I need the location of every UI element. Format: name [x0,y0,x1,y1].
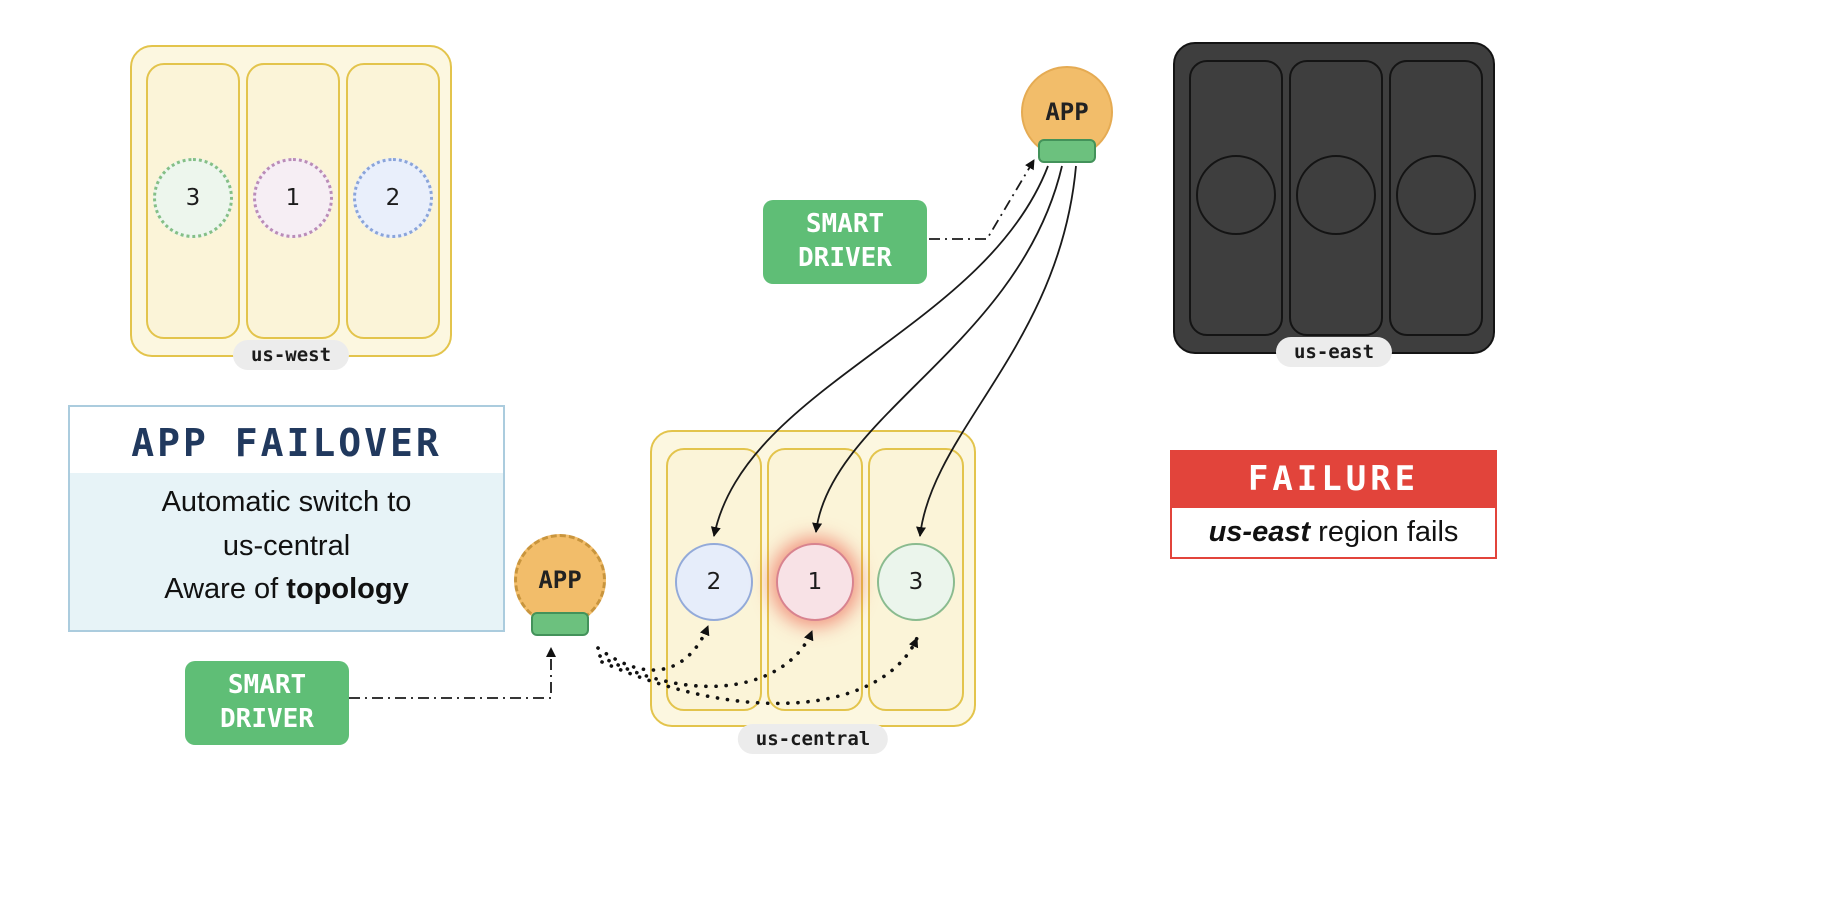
region-label-us-west: us-west [232,340,350,370]
region-label-us-east: us-east [1275,337,1393,367]
failure-box: FAILURE us-east region fails [1170,450,1497,559]
failure-subject: us-east [1208,516,1311,548]
app-connector-bottom [531,612,589,636]
replica-circle: 1 [253,158,333,238]
failure-box-title: FAILURE [1170,450,1497,508]
failure-rest: region fails [1310,516,1459,548]
region-label-us-central: us-central [737,724,889,754]
replica-circle: 3 [153,158,233,238]
region-us-west: 3 1 2 us-west [130,45,452,370]
replica-circle-dead [1396,155,1476,235]
info-line-3-prefix: Aware of [164,573,287,605]
info-line-2: us-central [222,529,351,562]
info-line-3: Aware of topology [70,568,503,612]
region-us-central: 2 1 3 us-central [650,430,976,754]
smart-driver-bottom: SMART DRIVER [185,661,349,745]
replica-circle: 2 [353,158,433,238]
replica-circle: 2 [675,543,753,621]
app-connector-top [1038,139,1096,163]
replica-circle-dead [1196,155,1276,235]
app-node-bottom: APP [514,534,606,626]
replica-circle-dead [1296,155,1376,235]
replica-circle-primary: 1 [776,543,854,621]
info-line-3-bold: topology [286,573,409,605]
region-us-east: us-east [1173,42,1495,367]
info-line-1: Automatic switch to [161,486,412,518]
info-box-title: APP FAILOVER [70,407,503,473]
replica-circle: 3 [877,543,955,621]
info-box-body: Automatic switch to us-central Aware of … [70,473,503,630]
info-box-app-failover: APP FAILOVER Automatic switch to us-cent… [68,405,505,632]
failure-box-body: us-east region fails [1170,508,1497,559]
smart-driver-top: SMART DRIVER [763,200,927,284]
